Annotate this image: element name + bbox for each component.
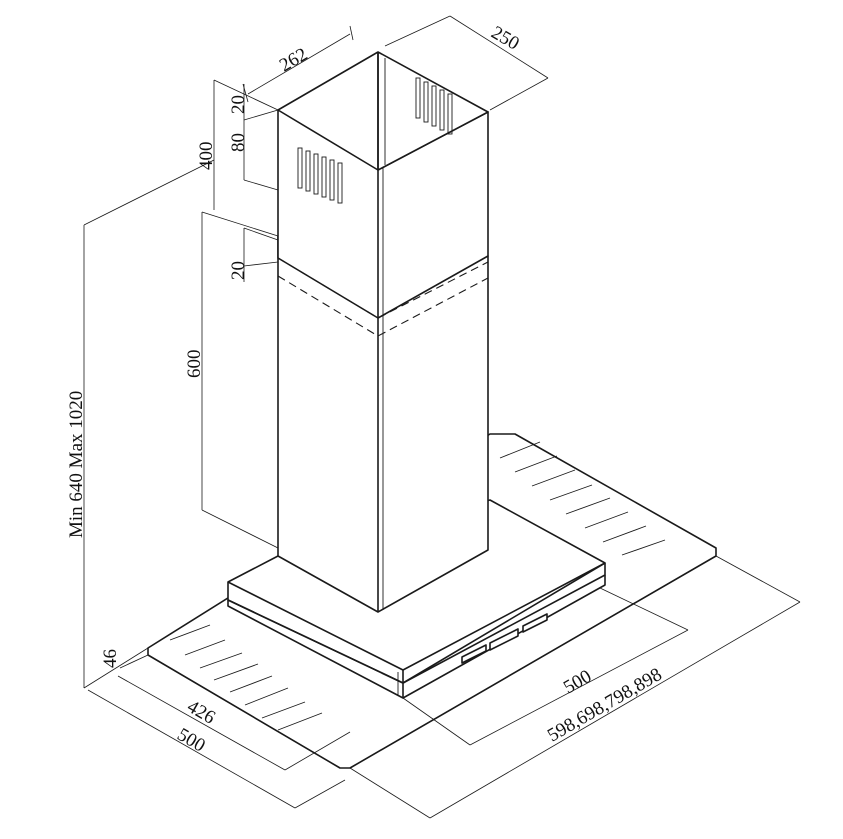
dim-chimney-depth: 262 xyxy=(276,44,311,76)
control-panel xyxy=(461,613,548,664)
dim-total-height: Min 640 Max 1020 xyxy=(66,391,87,538)
chimney-overlap-seam xyxy=(277,257,489,337)
lower-chimney xyxy=(277,235,489,613)
dim-canopy-width: 500 xyxy=(560,666,595,698)
dim-chimney-width: 250 xyxy=(488,22,523,54)
dim-glass-depth: 500 xyxy=(174,724,209,756)
upper-chimney xyxy=(277,51,489,319)
dimension-lines xyxy=(83,15,801,819)
glass-hatch-right xyxy=(499,441,666,556)
vent-slots-front xyxy=(297,147,343,204)
glass-hatch-left xyxy=(169,624,323,731)
dim-vent-offset: 80 xyxy=(228,133,249,152)
dim-canopy-depth: 426 xyxy=(184,696,219,728)
dim-lower-chimney-height: 600 xyxy=(184,350,205,379)
dim-upper-chimney-height: 400 xyxy=(196,142,217,171)
dim-overlap: 20 xyxy=(228,261,249,280)
dim-glass-thickness: 46 xyxy=(100,649,121,668)
dim-top-offset: 20 xyxy=(228,95,249,114)
vent-slots-back xyxy=(415,77,453,135)
dim-glass-width: 598,698,798,898 xyxy=(544,664,666,746)
